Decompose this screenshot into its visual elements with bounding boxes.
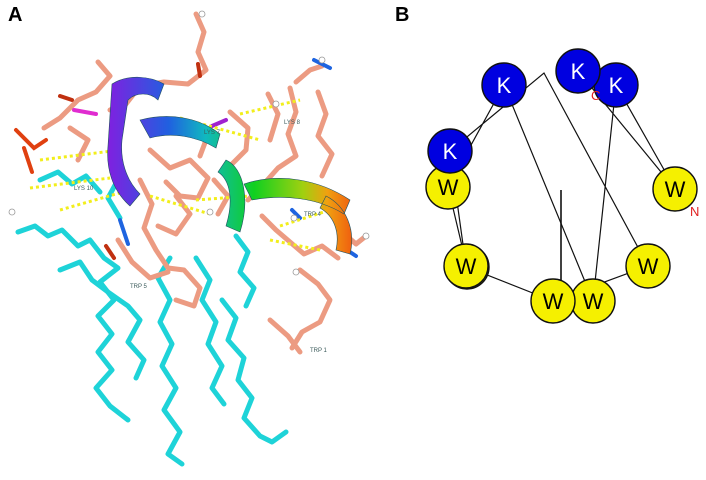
lysine-residue: K bbox=[481, 62, 527, 108]
residue-letter: W bbox=[665, 177, 686, 202]
residue-letter: W bbox=[543, 289, 564, 314]
residue-label: TRP 5 bbox=[130, 284, 148, 290]
residue-label: LYS 7 bbox=[204, 130, 221, 136]
residue-letter: K bbox=[497, 73, 512, 98]
residue-label: LYS 10 bbox=[74, 186, 94, 192]
residue-circle bbox=[443, 243, 489, 289]
helix-ribbon bbox=[107, 76, 352, 255]
residue-circle bbox=[555, 48, 601, 94]
sidechains bbox=[41, 11, 369, 355]
tryptophan-residue: W bbox=[625, 243, 671, 289]
residue-circle bbox=[530, 278, 576, 324]
tryptophan-residue: W bbox=[570, 278, 616, 324]
residue-circle bbox=[625, 243, 671, 289]
panel-b-label: B bbox=[395, 4, 410, 26]
residue-letter: W bbox=[583, 289, 604, 314]
lysine-residue: K bbox=[555, 48, 601, 94]
residue-letter: W bbox=[638, 254, 659, 279]
residue-circle bbox=[481, 62, 527, 108]
residue-circle bbox=[652, 166, 698, 212]
residue-label: TRP 4 bbox=[304, 212, 322, 218]
residue-letter: K bbox=[571, 59, 586, 84]
lysine-residue: K bbox=[593, 62, 639, 108]
panel-a-label: A bbox=[8, 4, 23, 26]
residue-letter: K bbox=[609, 73, 624, 98]
hydrogen-atoms bbox=[8, 10, 370, 276]
wheel-residues: WWWWKKKKWWW bbox=[425, 48, 698, 324]
lysine-residue: K bbox=[427, 128, 473, 174]
lipid-chains bbox=[15, 169, 289, 467]
tryptophan-residue: W bbox=[530, 278, 576, 324]
c-terminus-label: C bbox=[591, 88, 600, 103]
residue-label: TRP 1 bbox=[310, 348, 328, 354]
tryptophan-residue: W bbox=[425, 164, 471, 210]
n-terminus-label: N bbox=[690, 204, 699, 219]
residue-letter: W bbox=[438, 175, 459, 200]
molecular-structure-image: LYS 7 LYS 8 LYS 10 TRP 4 TRP 5 TRP 1 bbox=[8, 10, 370, 467]
residue-label: LYS 8 bbox=[284, 120, 301, 126]
residue-circle bbox=[427, 128, 473, 174]
tryptophan-residue: W bbox=[443, 243, 489, 289]
tryptophan-residue: W bbox=[652, 166, 698, 212]
helical-wheel-diagram: WWWWKKKKWWW N C bbox=[425, 48, 699, 324]
residue-letter: K bbox=[443, 139, 458, 164]
residue-letter: W bbox=[456, 254, 477, 279]
